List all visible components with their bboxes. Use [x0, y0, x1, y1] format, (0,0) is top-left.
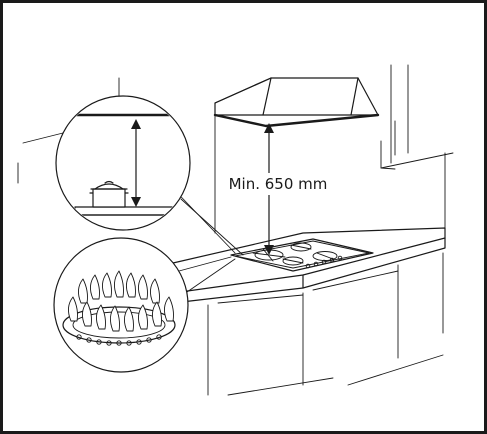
- clearance-dimension: Min. 650 mm: [229, 123, 328, 255]
- lower-cabinets: [207, 252, 444, 396]
- burner-ports: [76, 334, 162, 346]
- kitchen-wall-lines: [17, 64, 454, 234]
- pot-detail-callout: [55, 95, 191, 231]
- gas-hob: [230, 238, 374, 272]
- hob-control-knobs: [305, 255, 343, 269]
- clearance-label: Min. 650 mm: [229, 175, 328, 193]
- range-hood: [213, 77, 380, 128]
- burner-flame-callout: [53, 237, 189, 373]
- flames: [68, 270, 174, 332]
- flame-icon: [62, 270, 176, 346]
- cooking-pot-icon: [89, 180, 129, 208]
